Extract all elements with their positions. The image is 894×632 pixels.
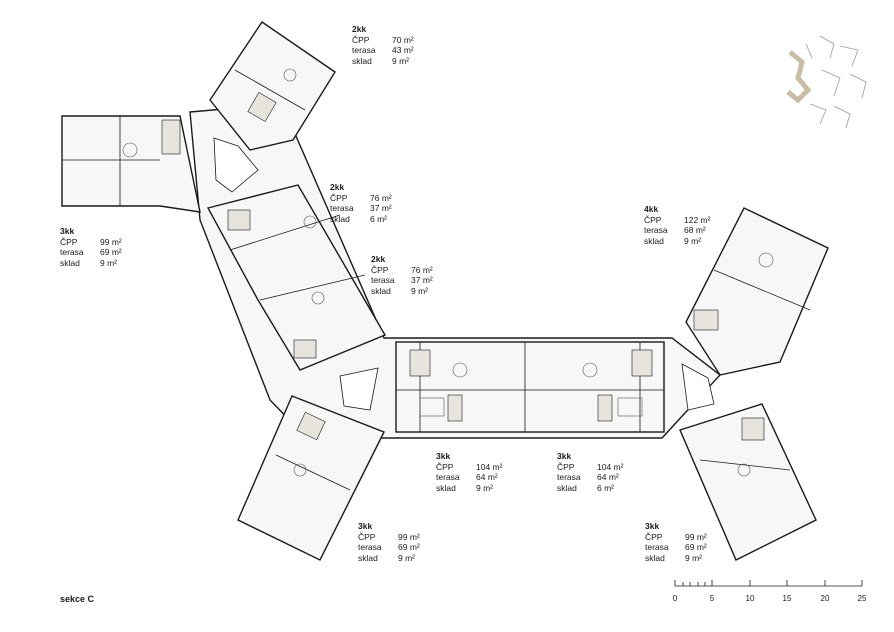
scale-tick-label: 15: [782, 594, 792, 603]
wet-rooms: [161, 92, 765, 441]
furniture-marks: [122, 68, 774, 477]
stair-void-middle: [339, 367, 379, 411]
key-plan-highlight: [786, 50, 812, 104]
wing-right-upper: [685, 207, 829, 376]
wing-middle: [206, 184, 387, 371]
stair-void-right: [681, 363, 715, 411]
wing-lower-left: [237, 395, 385, 561]
scale-tick-label: 5: [709, 594, 715, 603]
stair-void-top: [213, 137, 259, 193]
section-title: sekce C: [60, 594, 95, 604]
scale-tick-label: 10: [745, 594, 755, 603]
wing-central-bar: [395, 341, 665, 433]
wing-right-lower: [679, 403, 817, 561]
key-plan: [786, 35, 867, 129]
scale-tick-label: 20: [820, 594, 830, 603]
wing-top: [209, 21, 336, 151]
stair-voids: [213, 137, 715, 411]
scale-bar: [674, 580, 863, 587]
scale-tick-label: 0: [672, 594, 678, 603]
scale-tick-label: 25: [857, 594, 867, 603]
